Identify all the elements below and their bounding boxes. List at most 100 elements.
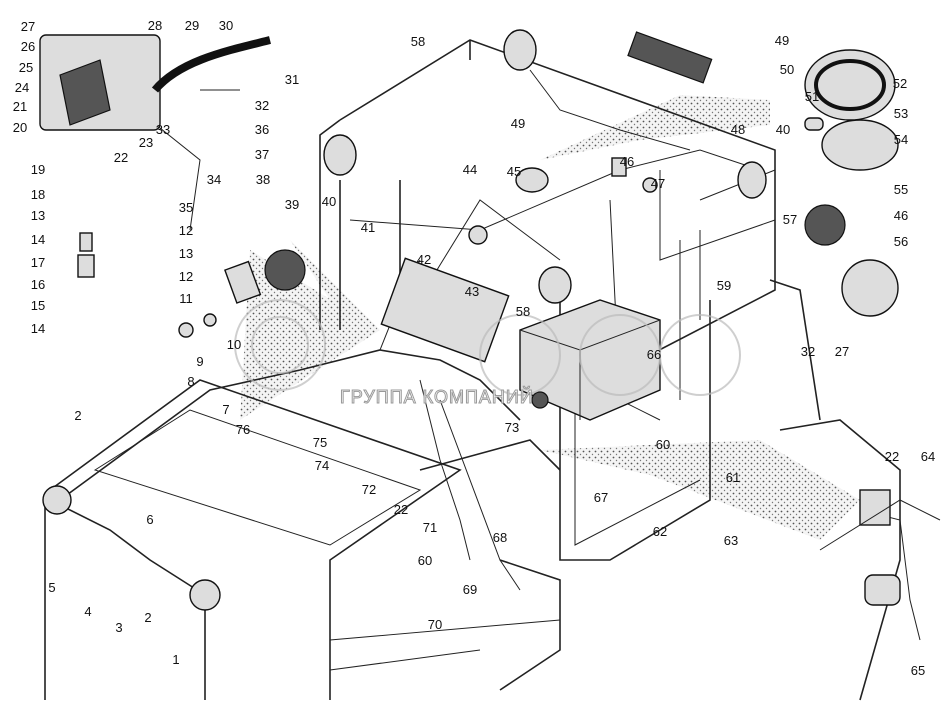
- callout-16: 16: [31, 277, 45, 292]
- callout-60: 60: [418, 553, 432, 568]
- callout-36: 36: [255, 122, 269, 137]
- callout-72: 72: [362, 482, 376, 497]
- callout-49: 49: [511, 116, 525, 131]
- callout-31: 31: [285, 72, 299, 87]
- callout-20: 20: [13, 120, 27, 135]
- callout-10: 10: [227, 337, 241, 352]
- sensor-65: [864, 574, 901, 606]
- callout-33: 33: [156, 122, 170, 137]
- callout-43: 43: [465, 284, 479, 299]
- callout-27: 27: [21, 19, 35, 34]
- horn-body: [841, 259, 899, 317]
- callout-9: 9: [196, 354, 203, 369]
- callout-32: 32: [801, 344, 815, 359]
- callout-13: 13: [179, 246, 193, 261]
- callout-14: 14: [31, 321, 45, 336]
- wiring-harness: [59, 69, 921, 641]
- lamp-40-left: [323, 134, 357, 176]
- callout-46: 46: [620, 154, 634, 169]
- callout-47: 47: [651, 176, 665, 191]
- light-beams: [240, 95, 860, 540]
- callout-65: 65: [911, 663, 925, 678]
- callout-58: 58: [516, 304, 530, 319]
- components: [39, 29, 941, 611]
- headlamp-right: [189, 579, 221, 611]
- callout-51: 51: [805, 89, 819, 104]
- callout-40: 40: [776, 122, 790, 137]
- callout-19: 19: [31, 162, 45, 177]
- callout-34: 34: [207, 172, 221, 187]
- callout-41: 41: [361, 220, 375, 235]
- watermark: ГРУППА КОМПАНИЙ: [234, 299, 741, 408]
- lamp-58-front: [538, 266, 572, 304]
- callout-12: 12: [179, 269, 193, 284]
- callout-18: 18: [31, 187, 45, 202]
- callout-2: 2: [74, 408, 81, 423]
- callout-30: 30: [219, 18, 233, 33]
- callout-58: 58: [411, 34, 425, 49]
- callout-37: 37: [255, 147, 269, 162]
- callout-46: 46: [894, 208, 908, 223]
- callout-12: 12: [179, 223, 193, 238]
- callout-63: 63: [724, 533, 738, 548]
- callout-26: 26: [21, 39, 35, 54]
- callout-3: 3: [115, 620, 122, 635]
- callout-62: 62: [653, 524, 667, 539]
- connector-39: [264, 249, 306, 291]
- callout-44: 44: [463, 162, 477, 177]
- callout-7: 7: [222, 402, 229, 417]
- callout-25: 25: [19, 60, 33, 75]
- callout-39: 39: [285, 197, 299, 212]
- callout-53: 53: [894, 106, 908, 121]
- callout-2: 2: [144, 610, 151, 625]
- callout-35: 35: [179, 200, 193, 215]
- callout-22: 22: [114, 150, 128, 165]
- horn-46: [804, 204, 846, 246]
- callout-13: 13: [31, 208, 45, 223]
- callout-42: 42: [417, 252, 431, 267]
- callout-1: 1: [172, 652, 179, 667]
- fuse-38: [224, 260, 262, 304]
- callout-67: 67: [594, 490, 608, 505]
- callout-50: 50: [780, 62, 794, 77]
- watermark-caption: ГРУППА КОМПАНИЙ: [340, 386, 534, 407]
- callout-54: 54: [894, 132, 908, 147]
- callout-17: 17: [31, 255, 45, 270]
- battery-box-59: [519, 299, 661, 421]
- callout-15: 15: [31, 298, 45, 313]
- beacon-49: [627, 31, 713, 84]
- callout-22: 22: [394, 502, 408, 517]
- callout-24: 24: [15, 80, 29, 95]
- callout-23: 23: [139, 135, 153, 150]
- lamp-40-right: [737, 161, 767, 199]
- callout-69: 69: [463, 582, 477, 597]
- callout-29: 29: [185, 18, 199, 33]
- callout-71: 71: [423, 520, 437, 535]
- beacon-45: [515, 167, 549, 193]
- callout-60: 60: [656, 437, 670, 452]
- callout-56: 56: [894, 234, 908, 249]
- instrument-panel-42: [380, 257, 510, 363]
- callout-73: 73: [505, 420, 519, 435]
- switch-22: [859, 489, 891, 526]
- callout-32: 32: [255, 98, 269, 113]
- callout-5: 5: [48, 580, 55, 595]
- callout-49: 49: [775, 33, 789, 48]
- callout-75: 75: [313, 435, 327, 450]
- callout-14: 14: [31, 232, 45, 247]
- callout-61: 61: [726, 470, 740, 485]
- reflector-53: [821, 119, 899, 171]
- callout-76: 76: [236, 422, 250, 437]
- callout-68: 68: [493, 530, 507, 545]
- callout-8: 8: [187, 374, 194, 389]
- callout-57: 57: [783, 212, 797, 227]
- callout-52: 52: [893, 76, 907, 91]
- callout-74: 74: [315, 458, 329, 473]
- callout-6: 6: [146, 512, 153, 527]
- callout-45: 45: [507, 164, 521, 179]
- callout-40: 40: [322, 194, 336, 209]
- callout-27: 27: [835, 344, 849, 359]
- cable-31: [151, 36, 271, 93]
